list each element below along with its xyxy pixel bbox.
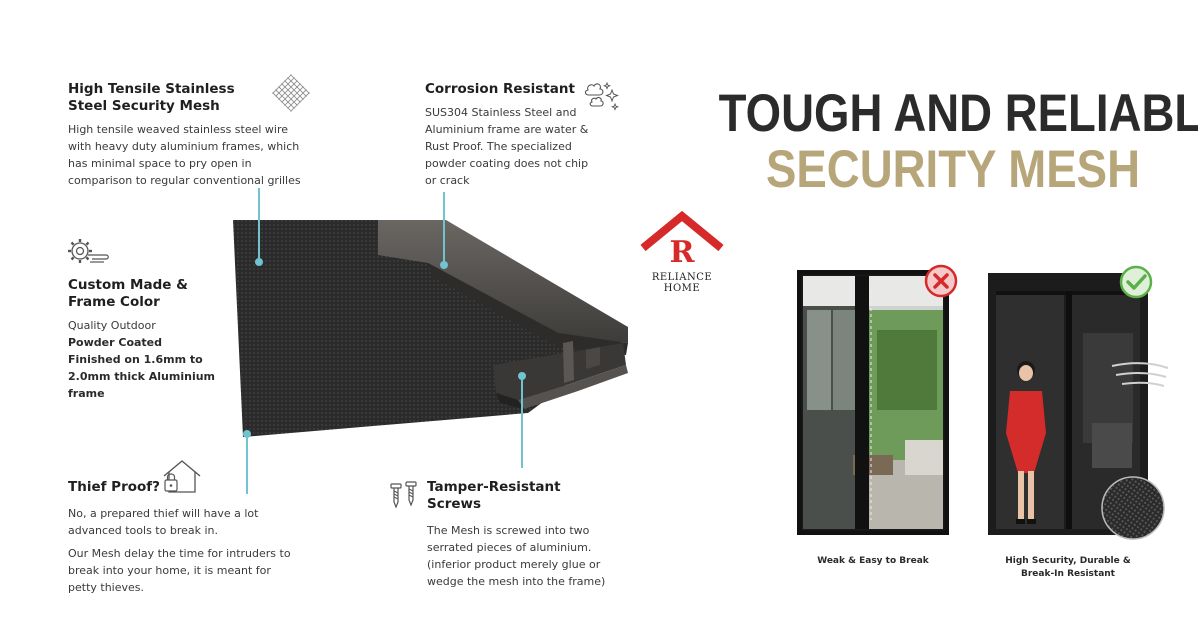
feature-screws-title: Tamper-Resistant Screws: [427, 479, 561, 512]
feature-mesh-body: High tensile weaved stainless steel wire…: [68, 123, 301, 187]
sparkle-clean-icon: [584, 81, 620, 111]
brand-logo-letter: R: [670, 235, 696, 268]
wind-lines-icon: [1111, 362, 1169, 387]
leader-mesh-dot: [255, 258, 263, 266]
brand-name-line1: RELIANCE: [651, 272, 713, 283]
feature-thief: Thief Proof? No, a prepared thief will h…: [68, 479, 298, 596]
hero-line2: SECURITY MESH: [766, 140, 1140, 199]
leader-thief: [246, 434, 248, 494]
feature-custom-title: Custom Made & Frame Color: [68, 277, 188, 310]
brand-logo: R RELIANCE HOME: [632, 210, 732, 294]
feature-screws-body: The Mesh is screwed into two serrated pi…: [427, 524, 606, 588]
secure-door-photo: [988, 273, 1148, 535]
cross-mark-icon: [924, 264, 958, 298]
feature-thief-body-p2: Our Mesh delay the time for intruders to…: [68, 547, 291, 594]
leader-corrosion-dot: [440, 261, 448, 269]
brand-roof-icon: R: [640, 210, 724, 270]
feature-custom-body-bold: Powder Coated Finished on 1.6mm to 2.0mm…: [68, 336, 216, 400]
feature-custom-body-line1: Quality Outdoor: [68, 319, 156, 332]
screws-icon: [390, 481, 417, 509]
feature-custom: Custom Made & Frame Color Quality Outdoo…: [68, 277, 228, 402]
gear-hand-icon: [68, 239, 109, 263]
feature-custom-body: Quality Outdoor Powder Coated Finished o…: [68, 317, 228, 402]
mesh-closeup-circle: [1101, 476, 1165, 540]
feature-corrosion-body: SUS304 Stainless Steel and Aluminium fra…: [425, 106, 589, 187]
secure-door-caption: High Security, Durable & Break-In Resist…: [1005, 556, 1131, 579]
check-mark-icon: [1119, 265, 1153, 299]
feature-corrosion-title: Corrosion Resistant: [425, 81, 575, 97]
feature-mesh: High Tensile Stainless Steel Security Me…: [68, 81, 308, 189]
house-lock-icon: [163, 460, 201, 493]
feature-corrosion: Corrosion Resistant SUS304 Stainless Ste…: [425, 81, 595, 189]
mesh-pattern-icon: [272, 74, 310, 112]
leader-screws: [521, 376, 523, 468]
feature-thief-title: Thief Proof?: [68, 479, 160, 495]
feature-thief-body-p1: No, a prepared thief will have a lot adv…: [68, 507, 259, 537]
weak-door-scene: [796, 269, 950, 536]
mesh-frame-illustration: [233, 220, 628, 437]
brand-name-line2: HOME: [663, 283, 701, 294]
feature-thief-body: No, a prepared thief will have a lot adv…: [68, 505, 298, 596]
feature-mesh-title: High Tensile Stainless Steel Security Me…: [68, 81, 235, 114]
hero-line1: TOUGH AND RELIABLE: [718, 84, 1198, 143]
leader-mesh: [258, 188, 260, 260]
feature-screws: Tamper-Resistant Screws The Mesh is scre…: [427, 479, 617, 590]
leader-corrosion: [443, 192, 445, 264]
weak-door-photo: [796, 269, 950, 536]
hero-headline: TOUGH AND RELIABLE SECURITY MESH: [650, 84, 1198, 199]
weak-door-caption: Weak & Easy to Break: [817, 556, 929, 566]
